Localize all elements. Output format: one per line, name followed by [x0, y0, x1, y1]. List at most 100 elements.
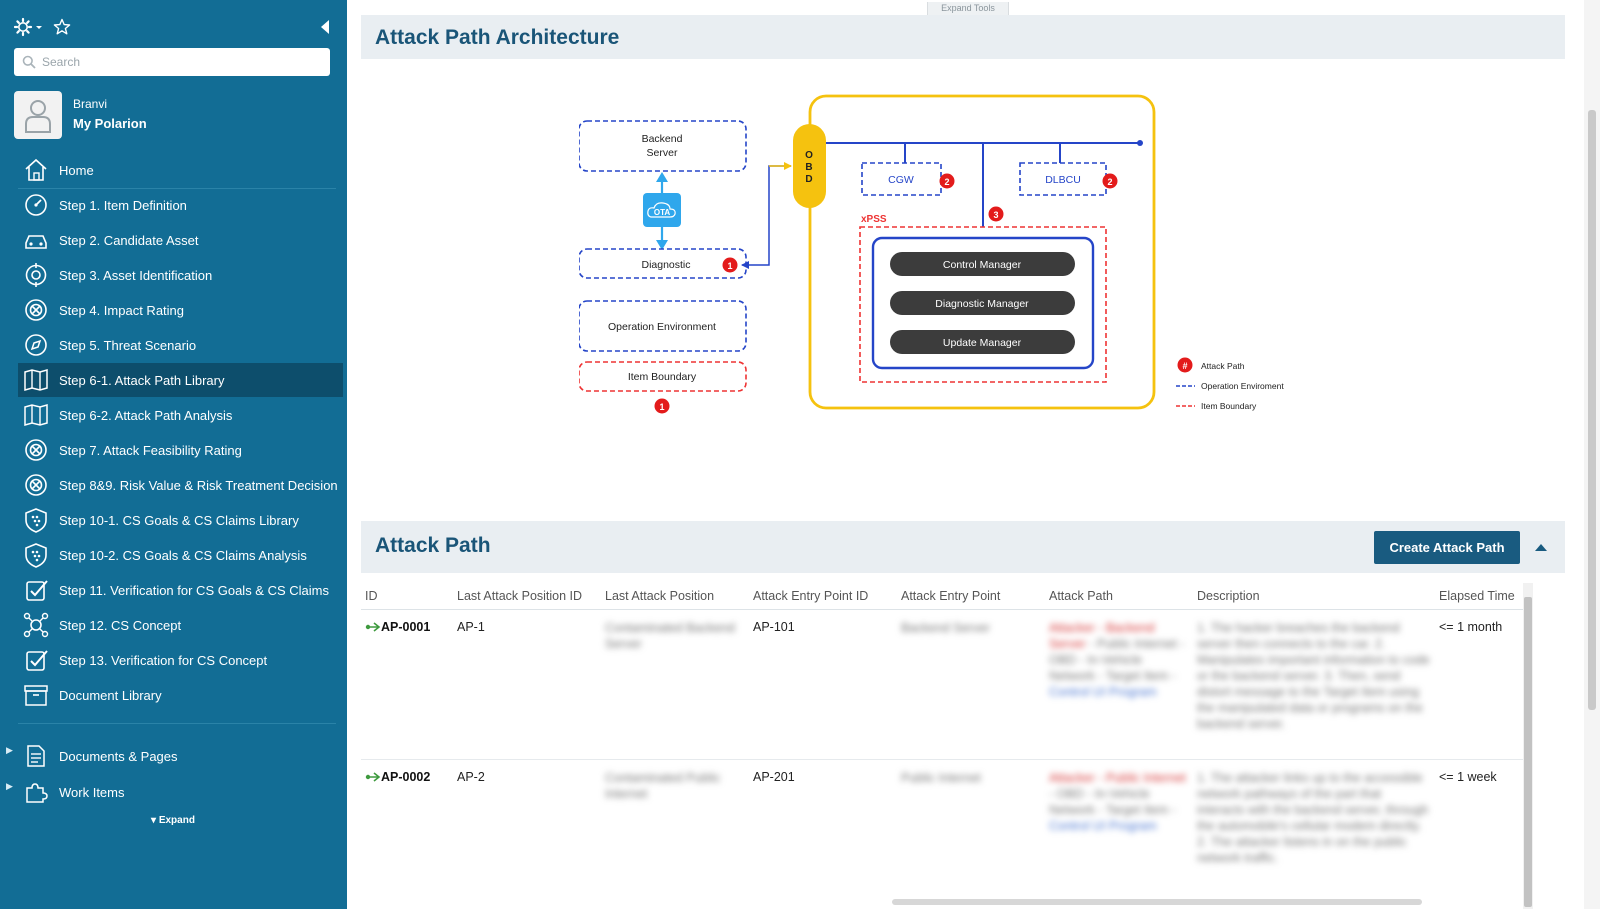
search-box[interactable]: [14, 48, 330, 76]
nav-label: Step 10-1. CS Goals & CS Claims Library: [59, 512, 299, 528]
nav-step-2-candidate-asset[interactable]: Step 2. Candidate Asset: [18, 223, 343, 257]
map-icon: [21, 401, 51, 429]
column-header[interactable]: Attack Entry Point ID: [749, 583, 897, 610]
table-row[interactable]: AP-0001 AP-1 Contaminated Backend Server…: [361, 609, 1525, 760]
target-icon: [21, 261, 51, 289]
nav-step-4-impact-rating[interactable]: Step 4. Impact Rating: [18, 293, 343, 327]
id-cell: AP-0002: [361, 759, 453, 909]
collapse-section-icon[interactable]: [1529, 535, 1553, 559]
scroll-thumb[interactable]: [1588, 110, 1596, 710]
table-vertical-scrollbar[interactable]: [1523, 583, 1533, 909]
xpss-label: xPSS: [861, 214, 887, 225]
backend-server-label-1: Backend: [642, 133, 683, 145]
my-polarion-link[interactable]: My Polarion: [73, 116, 147, 131]
table-row[interactable]: AP-0002 AP-2 Contaminated Public Interne…: [361, 759, 1525, 909]
nav-step-3-asset-identification[interactable]: Step 3. Asset Identification: [18, 258, 343, 292]
nav-label: Home: [59, 162, 94, 178]
collapse-sidebar-icon[interactable]: [316, 16, 334, 38]
attack-path-cell: Attacker - Backend Server - Public Inter…: [1045, 609, 1193, 760]
nav-step-10-2-cs-goals-cs-claims-analysis[interactable]: Step 10-2. CS Goals & CS Claims Analysis: [18, 538, 343, 572]
search-input[interactable]: [40, 54, 314, 70]
table-horizontal-scrollbar[interactable]: [892, 899, 1422, 905]
nav-work-items[interactable]: Work Items: [18, 775, 343, 809]
attack-path-badge: [722, 257, 738, 273]
diagnostic-label: Diagnostic: [641, 259, 690, 271]
avatar[interactable]: [14, 91, 62, 139]
create-attack-path-button[interactable]: Create Attack Path: [1374, 531, 1520, 564]
path-attacker: Attacker -: [1049, 771, 1106, 785]
item-boundary-box: [579, 361, 747, 392]
gear-icon[interactable]: [14, 16, 44, 38]
last-position-text: Contaminated Public Internet: [605, 771, 721, 801]
nav-step-13-verification-for-cs-concept[interactable]: Step 13. Verification for CS Concept: [18, 643, 343, 677]
nav-step-6-1-attack-path-library[interactable]: Step 6-1. Attack Path Library: [18, 363, 343, 397]
nav-documents-pages[interactable]: Documents & Pages: [18, 739, 343, 773]
nav-label: Step 10-2. CS Goals & CS Claims Analysis: [59, 547, 307, 563]
nav-label: Step 1. Item Definition: [59, 197, 187, 213]
nav-step-12-cs-concept[interactable]: Step 12. CS Concept: [18, 608, 343, 642]
operation-environment-label: Operation Environment: [608, 321, 716, 333]
dlbcu-label: DLBCU: [1045, 174, 1081, 186]
expand-tools-button[interactable]: Expand Tools: [927, 2, 1009, 16]
last-position-id-cell: AP-2: [453, 759, 601, 909]
checklist-icon: [21, 576, 51, 604]
nav-label: Step 13. Verification for CS Concept: [59, 652, 268, 668]
section-title: Attack Path: [375, 534, 491, 557]
nav-step-6-2-attack-path-analysis[interactable]: Step 6-2. Attack Path Analysis: [18, 398, 343, 432]
column-header[interactable]: Last Attack Position ID: [453, 583, 601, 610]
nav-step-8-9-risk-value-risk-treatment-decision[interactable]: Step 8&9. Risk Value & Risk Treatment De…: [18, 468, 343, 502]
description-text: 1. The hacker breaches the backend serve…: [1197, 621, 1430, 731]
last-position-text: Contaminated Backend Server: [605, 621, 735, 651]
nav-step-7-attack-feasibility-rating[interactable]: Step 7. Attack Feasibility Rating: [18, 433, 343, 467]
expand-arrow-icon[interactable]: ▶: [6, 781, 13, 791]
nav-document-library[interactable]: Document Library: [18, 678, 343, 712]
description-cell: 1. The attacker links up to the accessib…: [1193, 759, 1435, 909]
legend-item-boundary: Item Boundary: [1201, 401, 1257, 411]
expand-link[interactable]: ▾ Expand: [151, 815, 195, 826]
legend-attack-path: Attack Path: [1201, 361, 1245, 371]
column-header[interactable]: ID: [361, 583, 453, 610]
attack-path-id-link[interactable]: AP-0002: [365, 770, 449, 784]
cgw-label: CGW: [888, 174, 914, 186]
path-target-link[interactable]: Control UI Program: [1049, 819, 1157, 833]
column-header[interactable]: Attack Path: [1045, 583, 1193, 610]
scroll-thumb[interactable]: [1524, 597, 1532, 907]
attack-path-badge: [654, 398, 670, 414]
nav-step-11-verification-for-cs-goals-cs-claims[interactable]: Step 11. Verification for CS Goals & CS …: [18, 573, 343, 607]
diagnostic-manager-block: [890, 291, 1075, 315]
column-header[interactable]: Last Attack Position: [601, 583, 749, 610]
nav-step-10-1-cs-goals-cs-claims-library[interactable]: Step 10-1. CS Goals & CS Claims Library: [18, 503, 343, 537]
page-scrollbar[interactable]: [1584, 0, 1600, 909]
document-icon: [21, 742, 51, 770]
architecture-section-header: Attack Path Architecture: [361, 15, 1565, 59]
ota-cloud-icon: [643, 193, 681, 227]
star-icon[interactable]: [51, 16, 73, 38]
expand-arrow-icon[interactable]: ▶: [6, 745, 13, 755]
operation-environment-box: [579, 300, 747, 352]
column-header[interactable]: Elapsed Time: [1435, 583, 1525, 610]
expand-label: Expand: [158, 815, 195, 826]
entry-point-text: Backend Server: [901, 621, 990, 635]
badge-number: 3: [993, 210, 998, 220]
table-header-row: ID Last Attack Position ID Last Attack P…: [361, 583, 1525, 610]
entry-point-cell: Backend Server: [897, 609, 1045, 760]
nav-label: Step 2. Candidate Asset: [59, 232, 199, 248]
nav-step-1-item-definition[interactable]: Step 1. Item Definition: [18, 188, 343, 222]
nav-home[interactable]: Home: [18, 153, 343, 187]
item-boundary-label: Item Boundary: [628, 371, 697, 383]
path-target-link[interactable]: Control UI Program: [1049, 685, 1157, 699]
badge-number: 2: [1107, 177, 1112, 187]
attack-path-id-link[interactable]: AP-0001: [365, 620, 449, 634]
crosshair-icon: [21, 436, 51, 464]
column-header[interactable]: Attack Entry Point: [897, 583, 1045, 610]
gauge-icon: [21, 191, 51, 219]
nav-step-5-threat-scenario[interactable]: Step 5. Threat Scenario: [18, 328, 343, 362]
control-manager-label: Control Manager: [943, 259, 1022, 271]
obd-letter: O: [805, 150, 813, 161]
path-entry: Backend Server: [1049, 621, 1155, 651]
path-attacker: Attacker -: [1049, 621, 1106, 635]
divider: [18, 723, 336, 724]
checklist-icon: [21, 646, 51, 674]
path-middle: - Public Internet - OBD - In-Vehicle Net…: [1049, 637, 1185, 683]
column-header[interactable]: Description: [1193, 583, 1435, 610]
